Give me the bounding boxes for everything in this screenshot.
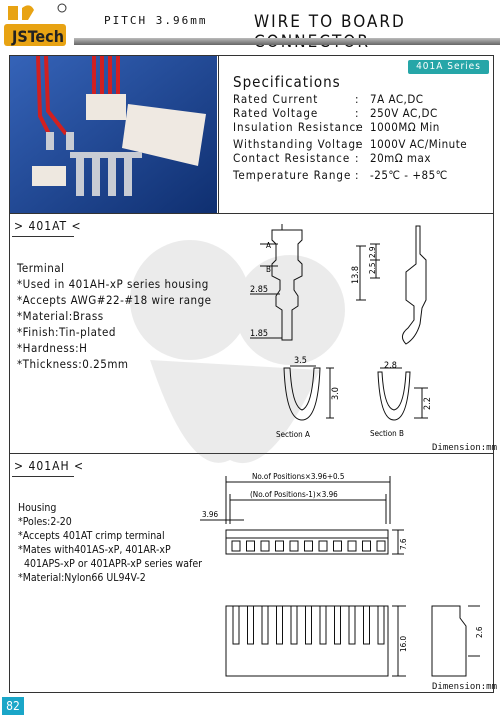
terminal-line: *Finish:Tin-plated <box>17 325 116 339</box>
terminal-heading: Terminal <box>17 261 65 275</box>
terminal-line: *Accepts AWG#22-#18 wire range <box>17 293 212 307</box>
product-photo <box>10 56 217 213</box>
spec-value: 1000MΩ Min <box>370 120 440 134</box>
terminal-tab: > 401AT < <box>14 219 82 233</box>
page-number: 82 <box>2 697 24 715</box>
housing-line: *Accepts 401AT crimp terminal <box>18 530 165 542</box>
housing-cavity <box>377 605 385 645</box>
header-bar <box>74 38 500 45</box>
spec-colon: : <box>355 168 359 182</box>
jst-logo: JSTech <box>4 3 67 46</box>
housing-heading: Housing <box>18 502 57 514</box>
dim-pitch-total: (No.of Positions-1)×3.96 <box>250 490 338 499</box>
spec-label: Temperature Range <box>233 168 352 182</box>
spec-heading: Specifications <box>233 73 341 91</box>
housing-slot <box>275 540 284 552</box>
dim-height-16: 16.0 <box>399 636 408 652</box>
terminal-line: *Thickness:0.25mm <box>17 357 129 371</box>
housing-cavity <box>348 605 356 645</box>
housing-cavity <box>276 605 283 645</box>
spec-colon: : <box>355 120 359 134</box>
dim-a: A <box>266 241 271 250</box>
spec-colon: : <box>355 92 359 106</box>
spec-label: Insulation Resistance <box>233 120 364 134</box>
dim-13-8: 13.8 <box>351 266 361 284</box>
dim-3-5: 3.5 <box>294 356 307 366</box>
spec-label: Contact Resistance <box>233 151 351 165</box>
dim-b: B <box>266 265 271 274</box>
tab-underline <box>12 236 74 237</box>
housing-description: Housing *Poles:2-20 *Accepts 401AT crimp… <box>18 501 202 585</box>
spec-label: Withstanding Voltage <box>233 137 364 151</box>
spec-value: 250V AC,DC <box>370 106 438 120</box>
housing-cavity <box>305 605 312 645</box>
dim-2-85: 2.85 <box>250 285 268 295</box>
dim-height-7-6: 7.6 <box>399 538 408 550</box>
terminal-line: *Hardness:H <box>17 341 88 355</box>
tab-underline <box>12 476 74 477</box>
spec-value: -25℃ - +85℃ <box>370 168 448 182</box>
dim-1-85: 1.85 <box>250 329 268 339</box>
housing-cavity <box>334 605 341 645</box>
dim-2-8: 2.8 <box>384 361 397 371</box>
spec-value: 20mΩ max <box>370 151 431 165</box>
housing-line: *Material:Nylon66 UL94V-2 <box>18 572 146 584</box>
svg-text:JSTech: JSTech <box>11 27 64 46</box>
housing-slot <box>289 540 299 552</box>
housing-cavity <box>290 605 298 645</box>
divider <box>9 213 494 214</box>
dimension-unit: Dimension:mm <box>432 443 498 453</box>
housing-pins <box>231 540 386 645</box>
terminal-line: *Material:Brass <box>17 309 104 323</box>
housing-tab: > 401AH < <box>14 459 85 473</box>
spec-colon: : <box>355 151 359 165</box>
housing-slot <box>376 540 386 552</box>
spec-label: Rated Voltage <box>233 106 319 120</box>
page-title: WIRE TO BOARD CONNECTOR <box>254 12 406 52</box>
housing-line: *Mates with401AS-xP, 401AR-xP <box>18 544 171 556</box>
housing-slot <box>362 540 371 552</box>
series-badge: 401A Series <box>408 60 489 74</box>
housing-slot <box>347 540 357 552</box>
divider <box>218 56 219 213</box>
terminal-description: Terminal *Used in 401AH-xP series housin… <box>17 260 212 372</box>
dim-total-width: No.of Positions×3.96+0.5 <box>252 472 344 481</box>
pitch-label: PITCH 3.96mm <box>104 14 208 27</box>
housing-cavity <box>261 605 269 645</box>
housing-slot <box>231 540 241 552</box>
content-frame <box>9 55 494 693</box>
housing-slot <box>260 540 270 552</box>
dim-2-5: 2.5 <box>368 263 377 274</box>
dim-3-0: 3.0 <box>331 387 341 400</box>
section-a-label: Section A <box>276 430 310 439</box>
divider <box>9 453 494 454</box>
terminal-line: *Used in 401AH-xP series housing <box>17 277 209 291</box>
dim-pitch: 3.96 <box>202 510 218 519</box>
spec-value: 7A AC,DC <box>370 92 424 106</box>
housing-cavity <box>247 605 254 645</box>
section-b-label: Section B <box>370 429 404 438</box>
housing-cavity <box>363 605 370 645</box>
dim-2-2: 2.2 <box>423 397 433 410</box>
housing-drawing: No.of Positions×3.96+0.5 (No.of Position… <box>200 472 484 677</box>
housing-line: *Poles:2-20 <box>18 516 72 528</box>
housing-line: 401APS-xP or 401APR-xP series wafer <box>18 558 203 570</box>
housing-slot <box>333 540 342 552</box>
spec-colon: : <box>355 137 359 151</box>
dim-2-9: 2.9 <box>368 246 377 258</box>
spec-colon: : <box>355 106 359 120</box>
housing-slot <box>318 540 328 552</box>
dimension-unit: Dimension:mm <box>432 682 498 692</box>
housing-slot <box>246 540 255 552</box>
housing-slot <box>304 540 313 552</box>
spec-label: Rated Current <box>233 92 319 106</box>
terminal-drawing: A B 2.85 1.85 13.8 2.9 2.5 3.5 3.0 2.8 2… <box>250 224 433 439</box>
spec-value: 1000V AC/Minute <box>370 137 468 151</box>
dim-width-2-6: 2.6 <box>475 626 484 638</box>
housing-cavity <box>319 605 327 645</box>
housing-cavity <box>232 605 240 645</box>
